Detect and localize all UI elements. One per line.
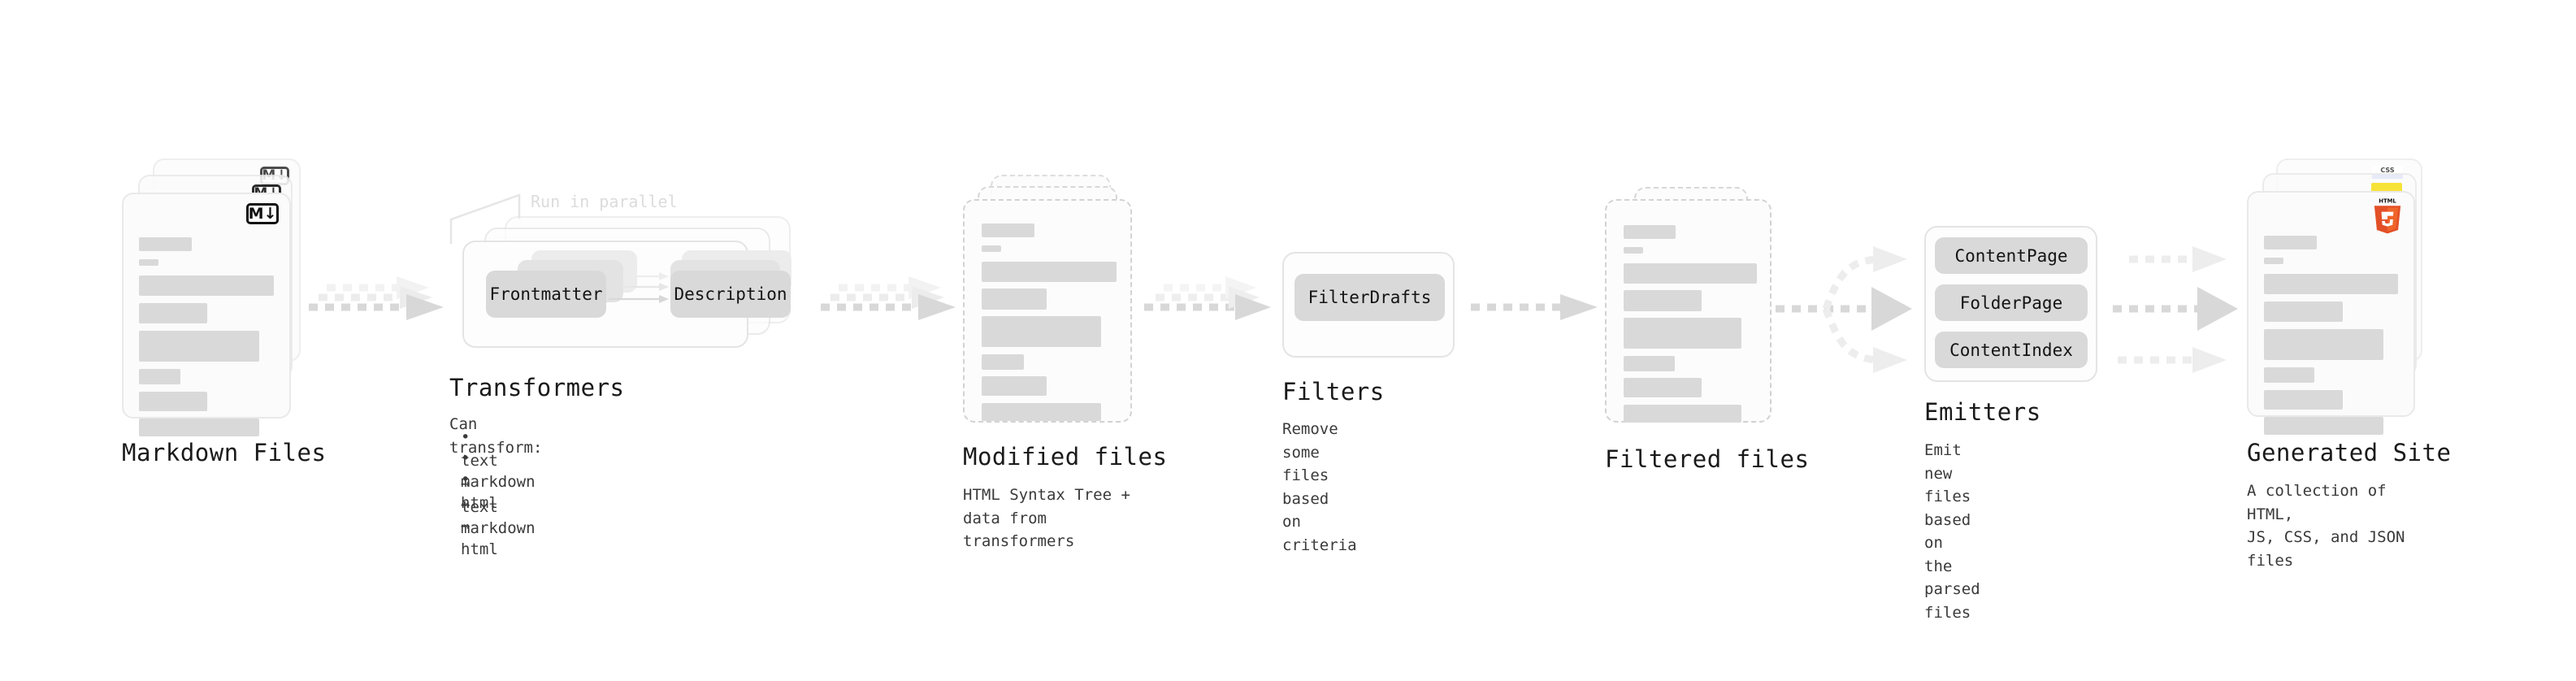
doc-line [139,369,180,384]
chip-frontmatter[interactable]: Frontmatter [486,271,606,318]
doc-line [1624,318,1741,349]
doc-line [139,275,274,296]
doc-line [982,262,1117,282]
html5-icon: HTML [2374,197,2401,234]
connector-emitters-to-site [2113,246,2238,373]
stage-title: Modified files [963,443,1168,471]
markdown-card-stack: M↓ M↓ M↓ [122,158,309,436]
stage-generated-site: CSS HTML Generated Site A collection of … [2247,158,2451,570]
stage-subtitle: Can transform: [449,415,543,457]
doc-line [982,288,1047,310]
doc-line [2264,329,2383,360]
stage-title: Transformers [449,374,625,401]
stage-title: Emitters [1924,398,2041,426]
stage-subtitle: Emit new files based on the parsed files [1924,441,1980,622]
transform-bullet: • text → text [461,428,498,516]
doc-line [1624,405,1741,423]
connector-filtered-to-emitters [1776,246,1912,373]
doc-line [2264,258,2283,264]
stage-subtitle: Remove some files based on criteria [1282,420,1357,554]
stage-title: Generated Site [2247,439,2452,466]
transform-bullet: • html → html [461,471,498,558]
doc-line [1624,247,1643,254]
doc-line [139,259,158,266]
modified-card-front [963,199,1132,423]
doc-line [139,392,207,411]
transformer-inner-arrows [609,272,669,303]
doc-line [2264,417,2383,435]
svg-text:HTML: HTML [2379,197,2396,204]
doc-line [982,376,1047,396]
generated-card-stack: CSS HTML [2247,158,2434,435]
doc-line [2264,274,2398,294]
doc-line [2264,367,2314,383]
doc-line [982,316,1101,347]
doc-line [1624,356,1675,371]
doc-line [1624,225,1676,239]
filtered-card-stack [1605,187,1780,431]
connector-filters-to-filtered [1471,294,1598,320]
transform-bullet: • markdown → markdown [461,449,536,537]
run-in-parallel-bracket [449,193,521,244]
chip-contentpage[interactable]: ContentPage [1935,237,2088,274]
connector-md-to-transformers [309,276,444,320]
generated-card-front: HTML [2247,191,2415,435]
doc-line [1624,263,1757,284]
filtered-card-front [1605,199,1772,423]
doc-line [1624,290,1702,311]
stage-subtitle: HTML Syntax Tree + data from transformer… [963,486,1130,550]
chip-filterdrafts[interactable]: FilterDrafts [1295,274,1445,321]
stage-subtitle: A collection of HTML, JS, CSS, and JSON … [2247,482,2405,570]
connector-transformers-to-modified [821,276,956,320]
doc-line [982,245,1001,252]
chip-folderpage[interactable]: FolderPage [1935,284,2088,321]
connector-modified-to-filters [1144,276,1271,320]
run-in-parallel-label: Run in parallel [531,192,678,211]
doc-line [2264,301,2343,322]
stage-markdown-files: M↓ M↓ M↓ Markdown Files [122,158,326,466]
markdown-card-front: M↓ [122,193,291,436]
doc-line [139,237,192,251]
doc-line [982,223,1034,237]
doc-line [2264,236,2317,249]
chip-description[interactable]: Description [670,271,791,318]
doc-line [139,331,259,362]
doc-line [1624,378,1702,397]
doc-line [139,419,259,436]
doc-line [2264,390,2343,410]
stage-title: Filters [1282,378,1385,406]
markdown-badge: M↓ [246,203,279,224]
stage-filtered-files: Filtered files [1605,187,1809,473]
doc-line [982,354,1024,370]
stage-title: Markdown Files [122,439,327,466]
modified-card-stack [963,175,1142,427]
doc-line [982,403,1101,421]
stage-modified-files: Modified files HTML Syntax Tree + data f… [963,175,1167,550]
stage-title: Filtered files [1605,445,1810,473]
doc-line [139,303,207,323]
chip-contentindex[interactable]: ContentIndex [1935,332,2088,368]
